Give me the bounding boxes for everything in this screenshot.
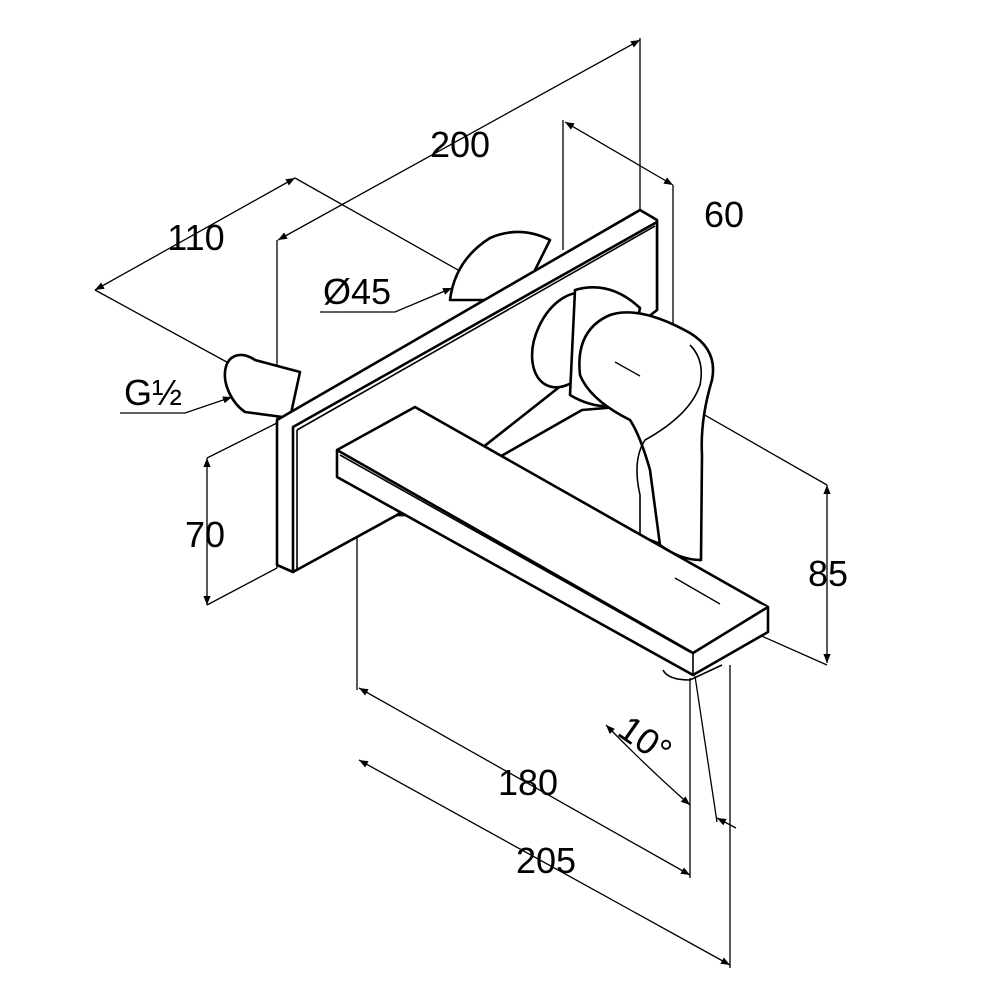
dim-180: 180: [498, 762, 558, 803]
lever-handle: [578, 311, 715, 562]
dim-60: 60: [704, 194, 744, 235]
dim-angle: 10°: [611, 707, 679, 772]
dim-110: 110: [167, 217, 224, 258]
faucet-body: [223, 208, 770, 681]
inlet-pipe: [223, 353, 302, 420]
dimension-lines: [94, 39, 831, 966]
dim-85: 85: [808, 553, 848, 594]
dim-200: 200: [430, 124, 490, 165]
dim-70: 70: [185, 514, 225, 555]
dim-rosette-diameter: Ø45: [323, 271, 391, 312]
dim-205: 205: [516, 840, 576, 881]
dim-thread: G½: [124, 372, 182, 413]
